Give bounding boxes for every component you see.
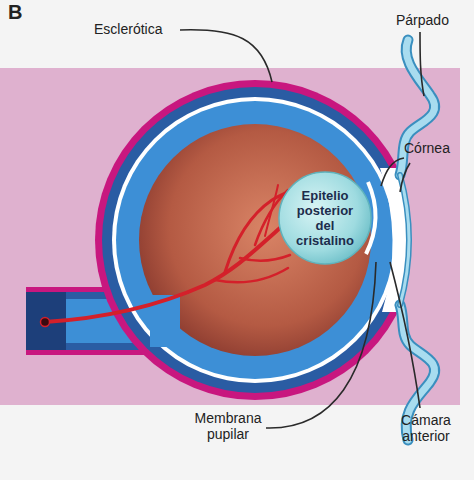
leader-line bbox=[400, 163, 410, 192]
lens-node: Epitelio posterior del cristalino bbox=[278, 171, 372, 265]
leader-line bbox=[266, 262, 376, 428]
hyaloid-artery bbox=[45, 185, 300, 322]
leader-lines bbox=[180, 30, 424, 428]
part-label: Cámara anterior bbox=[393, 412, 459, 444]
vitreous-body bbox=[139, 124, 371, 356]
artery-trunk bbox=[45, 228, 280, 322]
intraretinal-space bbox=[112, 97, 398, 383]
artery-branch bbox=[240, 255, 290, 261]
cornea-outline bbox=[400, 175, 409, 305]
leader-line bbox=[420, 32, 424, 96]
part-label: Membrana pupilar bbox=[184, 410, 272, 442]
part-label: Córnea bbox=[404, 140, 469, 156]
retina-layer bbox=[116, 101, 394, 379]
part-label: Párpado bbox=[396, 12, 466, 28]
leader-line bbox=[180, 30, 272, 82]
part-label: Esclerótica bbox=[94, 21, 204, 37]
leader-line bbox=[381, 158, 404, 186]
artery-branch bbox=[265, 185, 278, 236]
artery-branch bbox=[215, 268, 288, 282]
node-text: Epitelio posterior del cristalino bbox=[286, 188, 364, 248]
lids-and-cornea bbox=[400, 40, 435, 440]
sclera-layer bbox=[95, 80, 415, 400]
choroid-layer bbox=[102, 87, 408, 393]
tissue-background bbox=[0, 68, 460, 405]
eye-layers bbox=[95, 80, 415, 400]
leader-line bbox=[390, 262, 420, 408]
panel-letter: B bbox=[8, 4, 38, 20]
artery-section bbox=[41, 318, 50, 327]
cornea bbox=[400, 175, 409, 305]
lens-circle bbox=[279, 172, 371, 264]
